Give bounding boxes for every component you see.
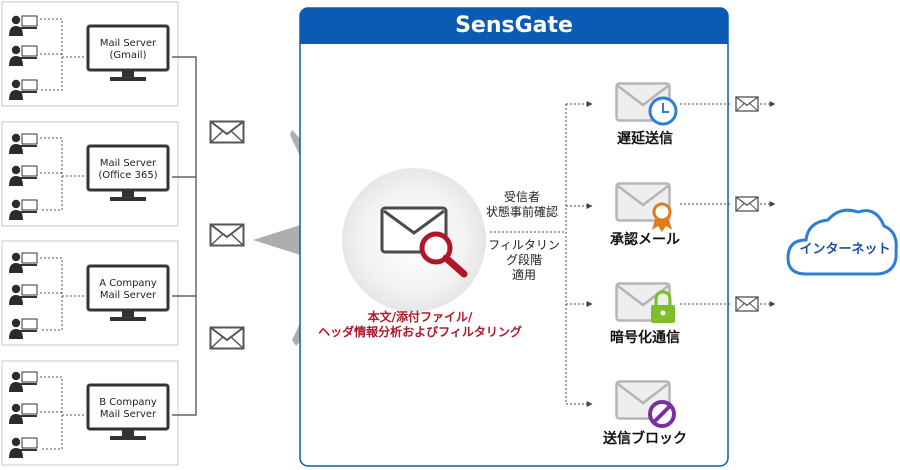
envelope-icon	[209, 326, 245, 350]
recipient-check-line1: 受信者	[503, 190, 540, 204]
output-delayed-send	[615, 82, 678, 126]
mail-server-group-gmail	[1, 1, 179, 107]
sensgate-header	[300, 8, 728, 44]
server-label-office365: Mail Server (Office 365)	[86, 158, 170, 182]
server-label-a-company: A Company Mail Server	[86, 278, 170, 302]
analysis-label: 本文/添付ファイル/ ヘッダ情報分析およびフィルタリング	[300, 310, 540, 340]
recipient-check-line2: 状態事前確認	[485, 205, 558, 219]
server-label-line2: (Office 365)	[98, 170, 158, 181]
envelope-icon	[209, 223, 245, 247]
server-label-line1: A Company	[99, 278, 157, 289]
lock-icon	[651, 290, 675, 323]
mail-server-group-b-company	[1, 360, 179, 466]
envelope-icon	[735, 296, 759, 312]
output-label-approval: 承認メール	[610, 232, 680, 248]
server-label-line2: Mail Server	[99, 290, 157, 301]
mail-server-group-office365	[1, 121, 179, 227]
filter-stage-line3: 適用	[511, 268, 536, 282]
block-icon	[648, 400, 676, 428]
filter-stage-line2: グ段階	[505, 253, 542, 267]
output-encrypted	[615, 282, 675, 323]
envelope-icon	[735, 196, 759, 212]
mail-server-group-a-company	[1, 240, 179, 346]
server-label-gmail: Mail Server (Gmail)	[86, 38, 170, 62]
distribution-tree	[490, 101, 593, 407]
analysis-label-line2: ヘッダ情報分析およびフィルタリング	[318, 325, 522, 339]
filter-stage-line1: フィルタリン	[488, 238, 560, 252]
sensgate-title: SensGate	[455, 13, 573, 38]
filter-icon	[380, 206, 468, 278]
server-label-b-company: B Company Mail Server	[86, 397, 170, 421]
output-label-encrypted: 暗号化通信	[610, 330, 680, 346]
envelope-icon	[735, 96, 759, 112]
filter-stage-label: フィルタリン グ段階 適用	[484, 238, 564, 283]
analysis-label-line1: 本文/添付ファイル/	[367, 310, 473, 324]
server-label-line1: Mail Server	[99, 158, 157, 169]
output-approval-mail	[615, 182, 672, 232]
recipient-check-label: 受信者 状態事前確認	[482, 190, 562, 220]
server-connector	[172, 56, 197, 416]
server-label-line2: Mail Server	[99, 409, 157, 420]
output-label-delayed: 遅延送信	[617, 131, 673, 147]
ribbon-icon	[652, 202, 672, 232]
internet-cloud-icon	[786, 208, 898, 276]
output-send-block	[615, 380, 676, 428]
envelope-icon	[209, 120, 245, 144]
internet-label: インターネット	[799, 242, 891, 257]
server-label-line1: B Company	[99, 397, 157, 408]
server-label-line1: Mail Server	[99, 38, 157, 49]
output-label-block: 送信ブロック	[603, 431, 687, 447]
outbound-lines	[680, 101, 776, 307]
server-label-line2: (Gmail)	[109, 50, 147, 61]
